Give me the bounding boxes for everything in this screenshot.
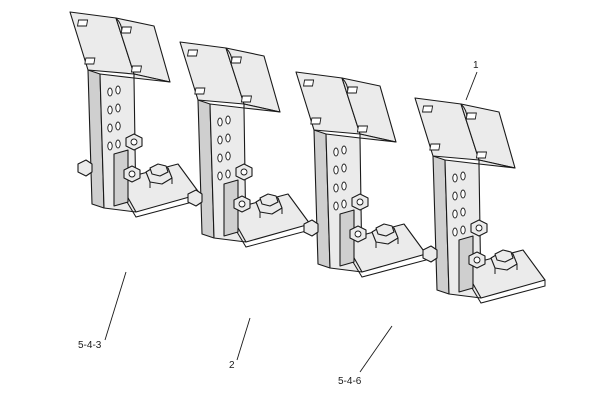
leader-1 <box>465 71 478 101</box>
leader-2 <box>236 317 251 361</box>
bracket-assembly-4 <box>414 97 546 304</box>
leader-546 <box>359 325 393 373</box>
callout-1: 1 <box>473 60 479 71</box>
callout-2: 2 <box>229 360 235 371</box>
callout-543: 5-4-3 <box>78 340 102 351</box>
leader-543 <box>104 271 127 341</box>
callout-546: 5-4-6 <box>338 376 362 387</box>
bracket-assembly-2 <box>179 41 311 248</box>
bracket-assembly-3 <box>295 71 427 278</box>
